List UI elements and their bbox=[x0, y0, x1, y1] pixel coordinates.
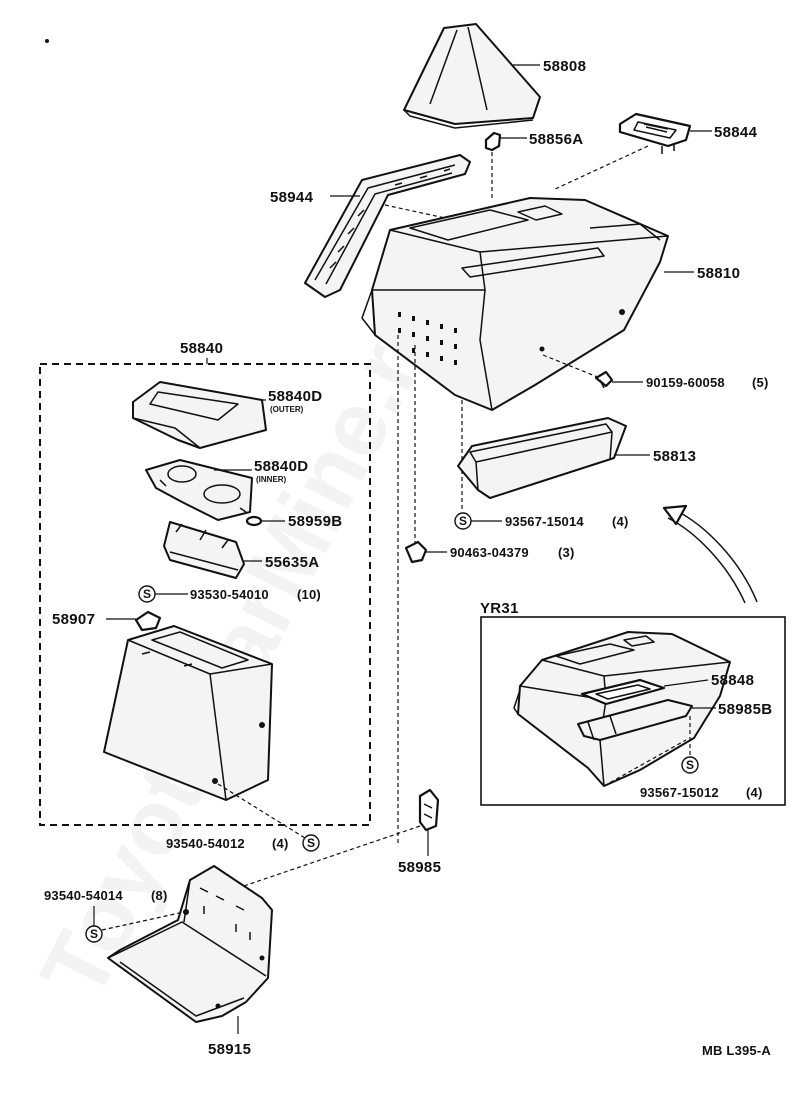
indicator-bezel-part bbox=[552, 112, 712, 191]
svg-text:S: S bbox=[307, 836, 315, 850]
guide-line-rear-screw bbox=[217, 783, 306, 839]
bracket-part bbox=[418, 788, 440, 856]
label-93567-15014-qty: (4) bbox=[612, 514, 629, 529]
bottom-cover-part bbox=[107, 865, 273, 1034]
label-58915: 58915 bbox=[208, 1041, 251, 1058]
lid-outer-part bbox=[132, 381, 267, 449]
label-90159-qty: (5) bbox=[752, 375, 769, 390]
note-outer: (OUTER) bbox=[270, 405, 304, 414]
rear-console-body-part bbox=[103, 625, 273, 801]
label-93567-15012-qty: (4) bbox=[746, 785, 763, 800]
variant-arrow bbox=[662, 504, 758, 604]
yr31-console-part bbox=[513, 631, 731, 787]
screw-90159-part bbox=[594, 370, 643, 389]
svg-text:S: S bbox=[143, 587, 151, 601]
label-yr31: YR31 bbox=[480, 600, 519, 617]
console-vent-holes bbox=[398, 312, 457, 365]
label-55635a: 55635A bbox=[265, 554, 319, 571]
label-93540-54012-qty: (4) bbox=[272, 836, 289, 851]
label-58907: 58907 bbox=[52, 611, 95, 628]
svg-text:S: S bbox=[90, 927, 98, 941]
label-58840: 58840 bbox=[180, 340, 223, 357]
label-58985: 58985 bbox=[398, 859, 441, 876]
label-58808: 58808 bbox=[543, 58, 586, 75]
screw-symbol-93567-15014: S bbox=[454, 512, 502, 530]
clip-58856a-part bbox=[484, 131, 527, 200]
label-58840d-inner: 58840D bbox=[254, 458, 308, 475]
label-58848: 58848 bbox=[711, 672, 754, 689]
label-90463-qty: (3) bbox=[558, 545, 575, 560]
label-90463: 90463-04379 bbox=[450, 545, 529, 560]
screw-symbol-93540-54012: S bbox=[302, 834, 320, 852]
label-58959b: 58959B bbox=[288, 513, 342, 530]
label-58844: 58844 bbox=[714, 124, 758, 141]
hinge-part bbox=[163, 521, 262, 579]
label-93530-54010: 93530-54010 bbox=[190, 587, 269, 602]
guide-line-screw bbox=[542, 354, 601, 379]
yr31-plate-part bbox=[580, 678, 709, 706]
clip-nut-part bbox=[404, 540, 447, 564]
label-93540-54014: 93540-54014 bbox=[44, 888, 123, 903]
shift-boot-part bbox=[403, 23, 541, 129]
label-93567-15014: 93567-15014 bbox=[505, 514, 584, 529]
label-58813: 58813 bbox=[653, 448, 696, 465]
console-box-part bbox=[361, 197, 694, 411]
lid-inner-part bbox=[145, 459, 253, 521]
tray-part bbox=[457, 417, 650, 499]
label-58810: 58810 bbox=[697, 265, 740, 282]
label-58840d-outer: 58840D bbox=[268, 388, 322, 405]
svg-text:S: S bbox=[459, 514, 467, 528]
side-trim-part bbox=[304, 154, 471, 298]
label-58856a: 58856A bbox=[529, 131, 583, 148]
label-90159: 90159-60058 bbox=[646, 375, 725, 390]
drawing-code: MB L395-A bbox=[702, 1043, 771, 1058]
label-93540-54012: 93540-54012 bbox=[166, 836, 245, 851]
screw-symbol-93540-54014: S bbox=[85, 906, 185, 943]
note-inner: (INNER) bbox=[256, 475, 287, 484]
guide-line-bracket bbox=[237, 825, 421, 889]
screw-symbol-93567-15012: S bbox=[681, 756, 699, 774]
svg-text:S: S bbox=[686, 758, 694, 772]
corner-mark bbox=[45, 39, 49, 43]
cushion-part bbox=[245, 515, 285, 527]
yr31-frame bbox=[480, 616, 786, 806]
pad-part bbox=[106, 610, 162, 632]
label-93540-54014-qty: (8) bbox=[151, 888, 168, 903]
screw-symbol-93530-54010: S bbox=[138, 585, 188, 603]
label-93530-54010-qty: (10) bbox=[297, 587, 321, 602]
label-58944: 58944 bbox=[270, 189, 314, 206]
label-93567-15012: 93567-15012 bbox=[640, 785, 719, 800]
yr31-bracket-part bbox=[577, 699, 716, 741]
label-58985b: 58985B bbox=[718, 701, 772, 718]
